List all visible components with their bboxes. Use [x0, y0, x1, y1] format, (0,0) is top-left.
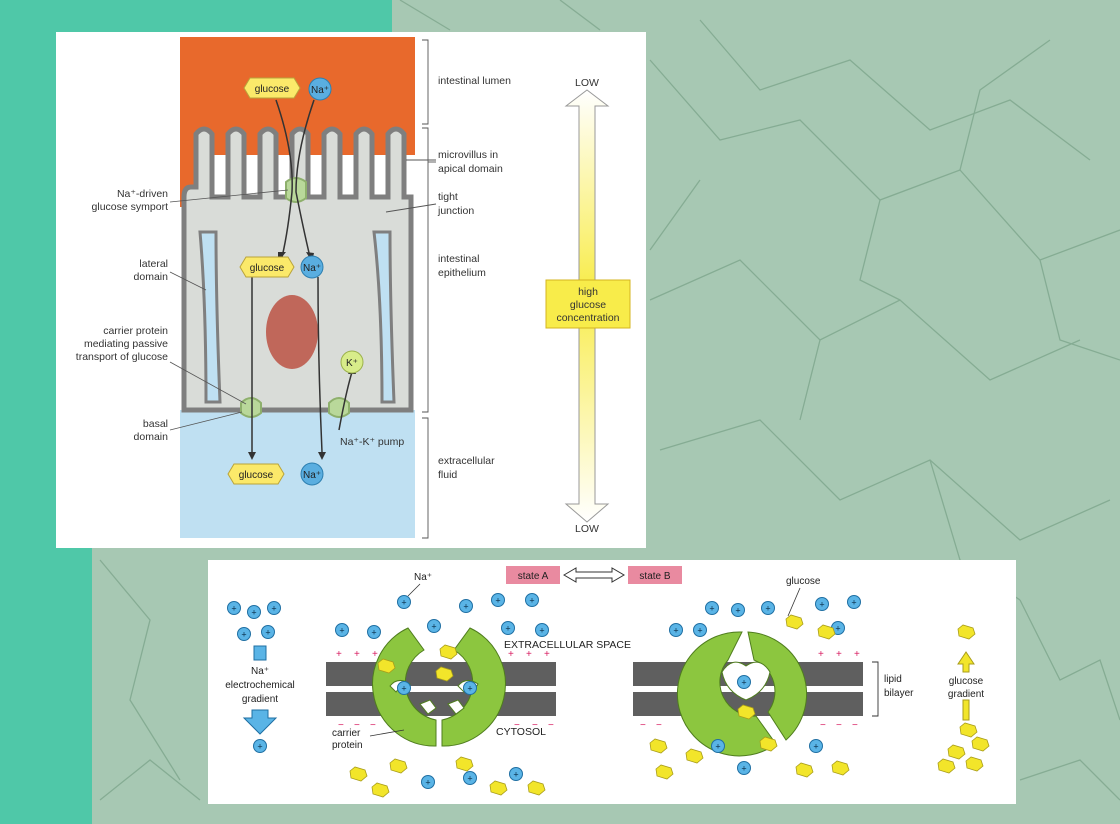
gradient-arrow — [545, 89, 631, 523]
na-gradient-arrow — [242, 645, 278, 735]
carrier-protein — [240, 397, 262, 418]
svg-text:bilayer: bilayer — [884, 688, 914, 699]
svg-text:domain: domain — [134, 271, 169, 283]
gradient-bottom-label: LOW — [575, 523, 599, 535]
svg-text:−: − — [548, 720, 554, 731]
svg-text:concentration: concentration — [556, 312, 619, 324]
svg-text:+: + — [336, 649, 342, 660]
svg-text:intestinal lumen: intestinal lumen — [438, 75, 511, 87]
svg-text:glucose: glucose — [570, 299, 606, 311]
svg-text:K⁺: K⁺ — [346, 358, 358, 369]
svg-text:gradient: gradient — [242, 694, 278, 705]
svg-text:−: − — [532, 720, 538, 731]
svg-text:−: − — [820, 720, 826, 731]
svg-text:lateral: lateral — [139, 258, 168, 270]
svg-text:+: + — [854, 649, 860, 660]
svg-text:carrier: carrier — [332, 728, 361, 739]
svg-text:lipid: lipid — [884, 674, 902, 685]
epithelium-svg: glucose Na⁺ glucose Na⁺ K⁺ glucose Na⁺ N… — [76, 37, 631, 539]
right-brackets — [385, 39, 437, 539]
svg-text:glucose: glucose — [250, 263, 285, 274]
epithelial-cells — [181, 126, 414, 413]
sodium-cell: Na⁺ — [300, 255, 324, 279]
state-double-arrow — [563, 567, 625, 583]
membrane-charges: + + + + + + + + + − − − − − − − − − − − — [336, 649, 860, 731]
glucose-lumen: glucose — [243, 77, 301, 99]
svg-text:apical domain: apical domain — [438, 163, 503, 175]
svg-text:glucose: glucose — [255, 84, 290, 95]
carrier-protein-state-a — [372, 627, 506, 747]
gradient-top-label: LOW — [575, 77, 599, 89]
svg-text:−: − — [656, 720, 662, 731]
svg-text:Na⁺: Na⁺ — [311, 85, 329, 96]
left-labels: Na⁺-driven glucose symport lateral domai… — [76, 188, 168, 443]
sodium-ions — [227, 593, 861, 789]
epithelium-diagram: glucose Na⁺ glucose Na⁺ K⁺ glucose Na⁺ N… — [56, 32, 646, 548]
carrier-protein-state-b — [676, 631, 808, 757]
svg-text:+: + — [526, 649, 532, 660]
nucleus — [266, 295, 318, 369]
svg-text:extracellular: extracellular — [438, 455, 495, 467]
svg-text:−: − — [836, 720, 842, 731]
svg-text:−: − — [852, 720, 858, 731]
svg-text:basal: basal — [143, 418, 168, 430]
svg-text:+: + — [508, 649, 514, 660]
state-b-box — [628, 566, 682, 584]
svg-text:epithelium: epithelium — [438, 267, 486, 279]
marble-veins — [99, 0, 1120, 801]
svg-text:high: high — [578, 286, 598, 298]
svg-text:domain: domain — [134, 431, 169, 443]
sodium-lumen: Na⁺ — [308, 77, 332, 101]
symport-svg: + + + + + + + + + + − − − − − − − — [225, 566, 990, 798]
symport-mechanism-diagram: + + + + + + + + + + − − − − − − − — [208, 560, 1016, 804]
pump-label: Na⁺-K⁺ pump — [340, 436, 404, 448]
svg-text:mediating passive: mediating passive — [84, 338, 168, 350]
svg-text:electrochemical: electrochemical — [225, 680, 294, 691]
potassium-cell: K⁺ — [340, 350, 364, 374]
extracellular-fluid — [180, 410, 415, 538]
svg-text:gradient: gradient — [948, 689, 984, 700]
svg-text:−: − — [640, 720, 646, 731]
svg-text:+: + — [818, 649, 824, 660]
svg-text:Na⁺: Na⁺ — [303, 263, 321, 274]
state-b-label: state B — [639, 571, 670, 582]
svg-text:Na⁺: Na⁺ — [303, 470, 321, 481]
svg-text:glucose: glucose — [949, 676, 984, 687]
svg-text:+: + — [836, 649, 842, 660]
state-a-box — [506, 566, 560, 584]
svg-text:−: − — [354, 720, 360, 731]
glucose-fluid: glucose — [227, 463, 285, 485]
svg-text:intestinal: intestinal — [438, 253, 479, 265]
svg-text:+: + — [544, 649, 550, 660]
svg-text:glucose symport: glucose symport — [92, 201, 169, 213]
svg-text:+: + — [372, 649, 378, 660]
svg-text:fluid: fluid — [438, 469, 457, 481]
membrane-a-lower — [326, 692, 556, 716]
glucose-cell: glucose — [239, 256, 295, 278]
na-k-pump — [328, 397, 350, 418]
svg-text:protein: protein — [332, 740, 363, 751]
svg-text:Na⁺-driven: Na⁺-driven — [117, 188, 168, 200]
glucose-label: glucose — [786, 576, 821, 587]
transport-arrows — [251, 99, 353, 453]
na-label: Na⁺ — [414, 572, 432, 583]
svg-text:carrier protein: carrier protein — [103, 325, 168, 337]
svg-text:+: + — [354, 649, 360, 660]
right-labels: intestinal lumen microvillus in apical d… — [437, 75, 511, 481]
svg-text:glucose: glucose — [239, 470, 274, 481]
extracellular-label: EXTRACELLULAR SPACE — [504, 639, 631, 651]
svg-text:Na⁺: Na⁺ — [251, 666, 269, 677]
svg-text:−: − — [514, 720, 520, 731]
state-a-label: state A — [518, 571, 549, 582]
svg-text:−: − — [370, 720, 376, 731]
svg-text:transport of glucose: transport of glucose — [76, 351, 168, 363]
cytosol-label: CYTOSOL — [496, 726, 546, 738]
svg-text:junction: junction — [437, 205, 474, 217]
svg-text:microvillus in: microvillus in — [438, 149, 498, 161]
sodium-fluid: Na⁺ — [300, 462, 324, 486]
svg-text:−: − — [338, 720, 344, 731]
glucose-gradient-arrow — [957, 651, 975, 721]
svg-text:tight: tight — [438, 191, 458, 203]
